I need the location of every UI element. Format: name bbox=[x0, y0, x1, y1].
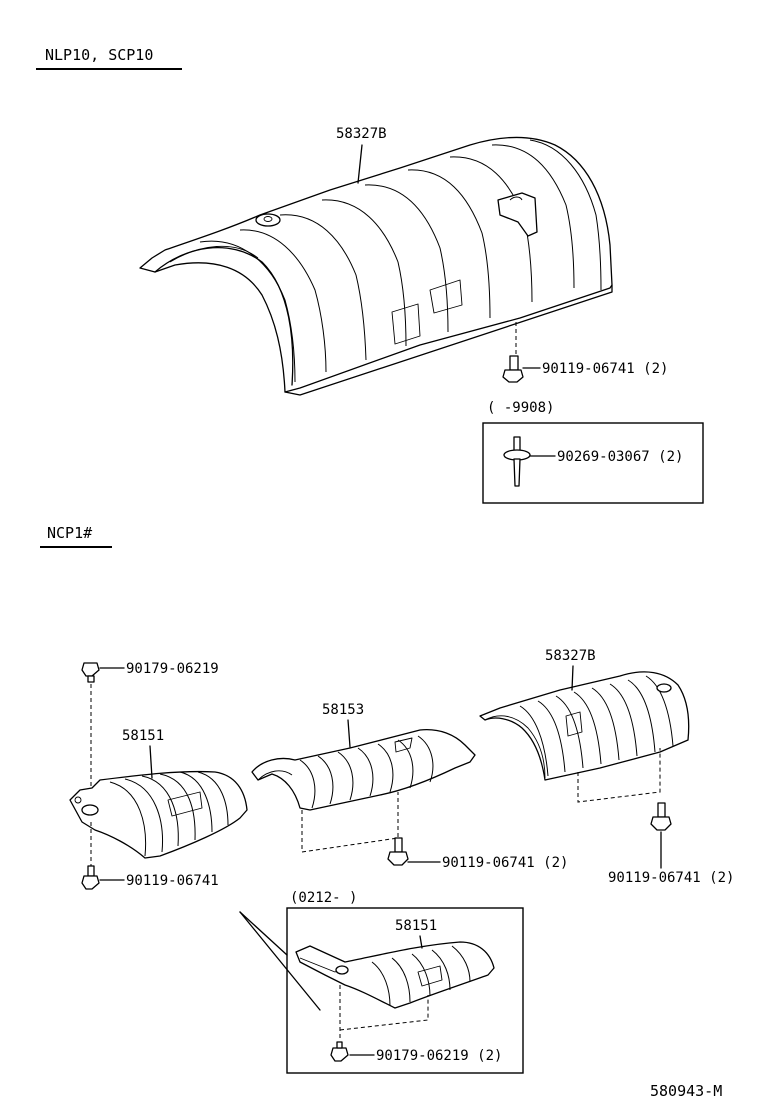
label-date-range-top: ( -9908) bbox=[487, 400, 554, 416]
dash-center bbox=[301, 792, 399, 853]
heat-shield-58327b-small bbox=[479, 671, 690, 781]
leader-inset-cover bbox=[419, 935, 423, 949]
label-left-bolt-bottom: 90119-06741 bbox=[126, 873, 219, 889]
label-right-cover: 58327B bbox=[545, 648, 596, 664]
leader-58327b-top bbox=[357, 144, 363, 184]
bolt-icon-right bbox=[650, 802, 672, 831]
label-right-bolt: 90119-06741 (2) bbox=[608, 870, 734, 886]
label-bolt-top: 90119-06741 (2) bbox=[542, 361, 668, 377]
label-inset-cover: 58151 bbox=[395, 918, 437, 934]
bolt-icon-left-top bbox=[81, 662, 100, 683]
bolt-icon-inset bbox=[330, 1041, 349, 1062]
section-title-top: NLP10, SCP10 bbox=[45, 46, 153, 64]
heat-shield-58153-center bbox=[251, 729, 476, 811]
section-title-bottom: NCP1# bbox=[47, 524, 92, 542]
heat-shield-58327b-large bbox=[139, 136, 613, 396]
leader-center-cover bbox=[347, 719, 351, 748]
label-center-bolt: 90119-06741 (2) bbox=[442, 855, 568, 871]
label-center-cover: 58153 bbox=[322, 702, 364, 718]
label-left-bolt-top: 90179-06219 bbox=[126, 661, 219, 677]
bolt-icon-top bbox=[502, 355, 524, 383]
label-inset-date-range: (0212- ) bbox=[290, 890, 357, 906]
rivet-icon bbox=[503, 436, 531, 487]
leader-left-cover bbox=[149, 745, 153, 779]
bolt-icon-left-bottom bbox=[81, 865, 100, 890]
dash-inset-right bbox=[339, 995, 429, 1031]
bolt-icon-center bbox=[387, 837, 409, 866]
label-inset-bolt: 90179-06219 (2) bbox=[376, 1048, 502, 1064]
leader-right-cover bbox=[571, 665, 574, 691]
heat-shield-58151-left bbox=[69, 770, 248, 859]
heat-shield-58151-inset bbox=[295, 941, 495, 1009]
label-rivet: 90269-03067 (2) bbox=[557, 449, 683, 465]
inset-detail-box bbox=[286, 907, 524, 1074]
label-58327b-top: 58327B bbox=[336, 126, 387, 142]
rivet-detail-box bbox=[482, 422, 704, 504]
callout-line-upper bbox=[239, 911, 288, 956]
callout-line-lower bbox=[239, 911, 321, 1011]
figure-id: 580943-M bbox=[650, 1082, 722, 1100]
label-left-cover: 58151 bbox=[122, 728, 164, 744]
dash-right bbox=[577, 748, 661, 803]
